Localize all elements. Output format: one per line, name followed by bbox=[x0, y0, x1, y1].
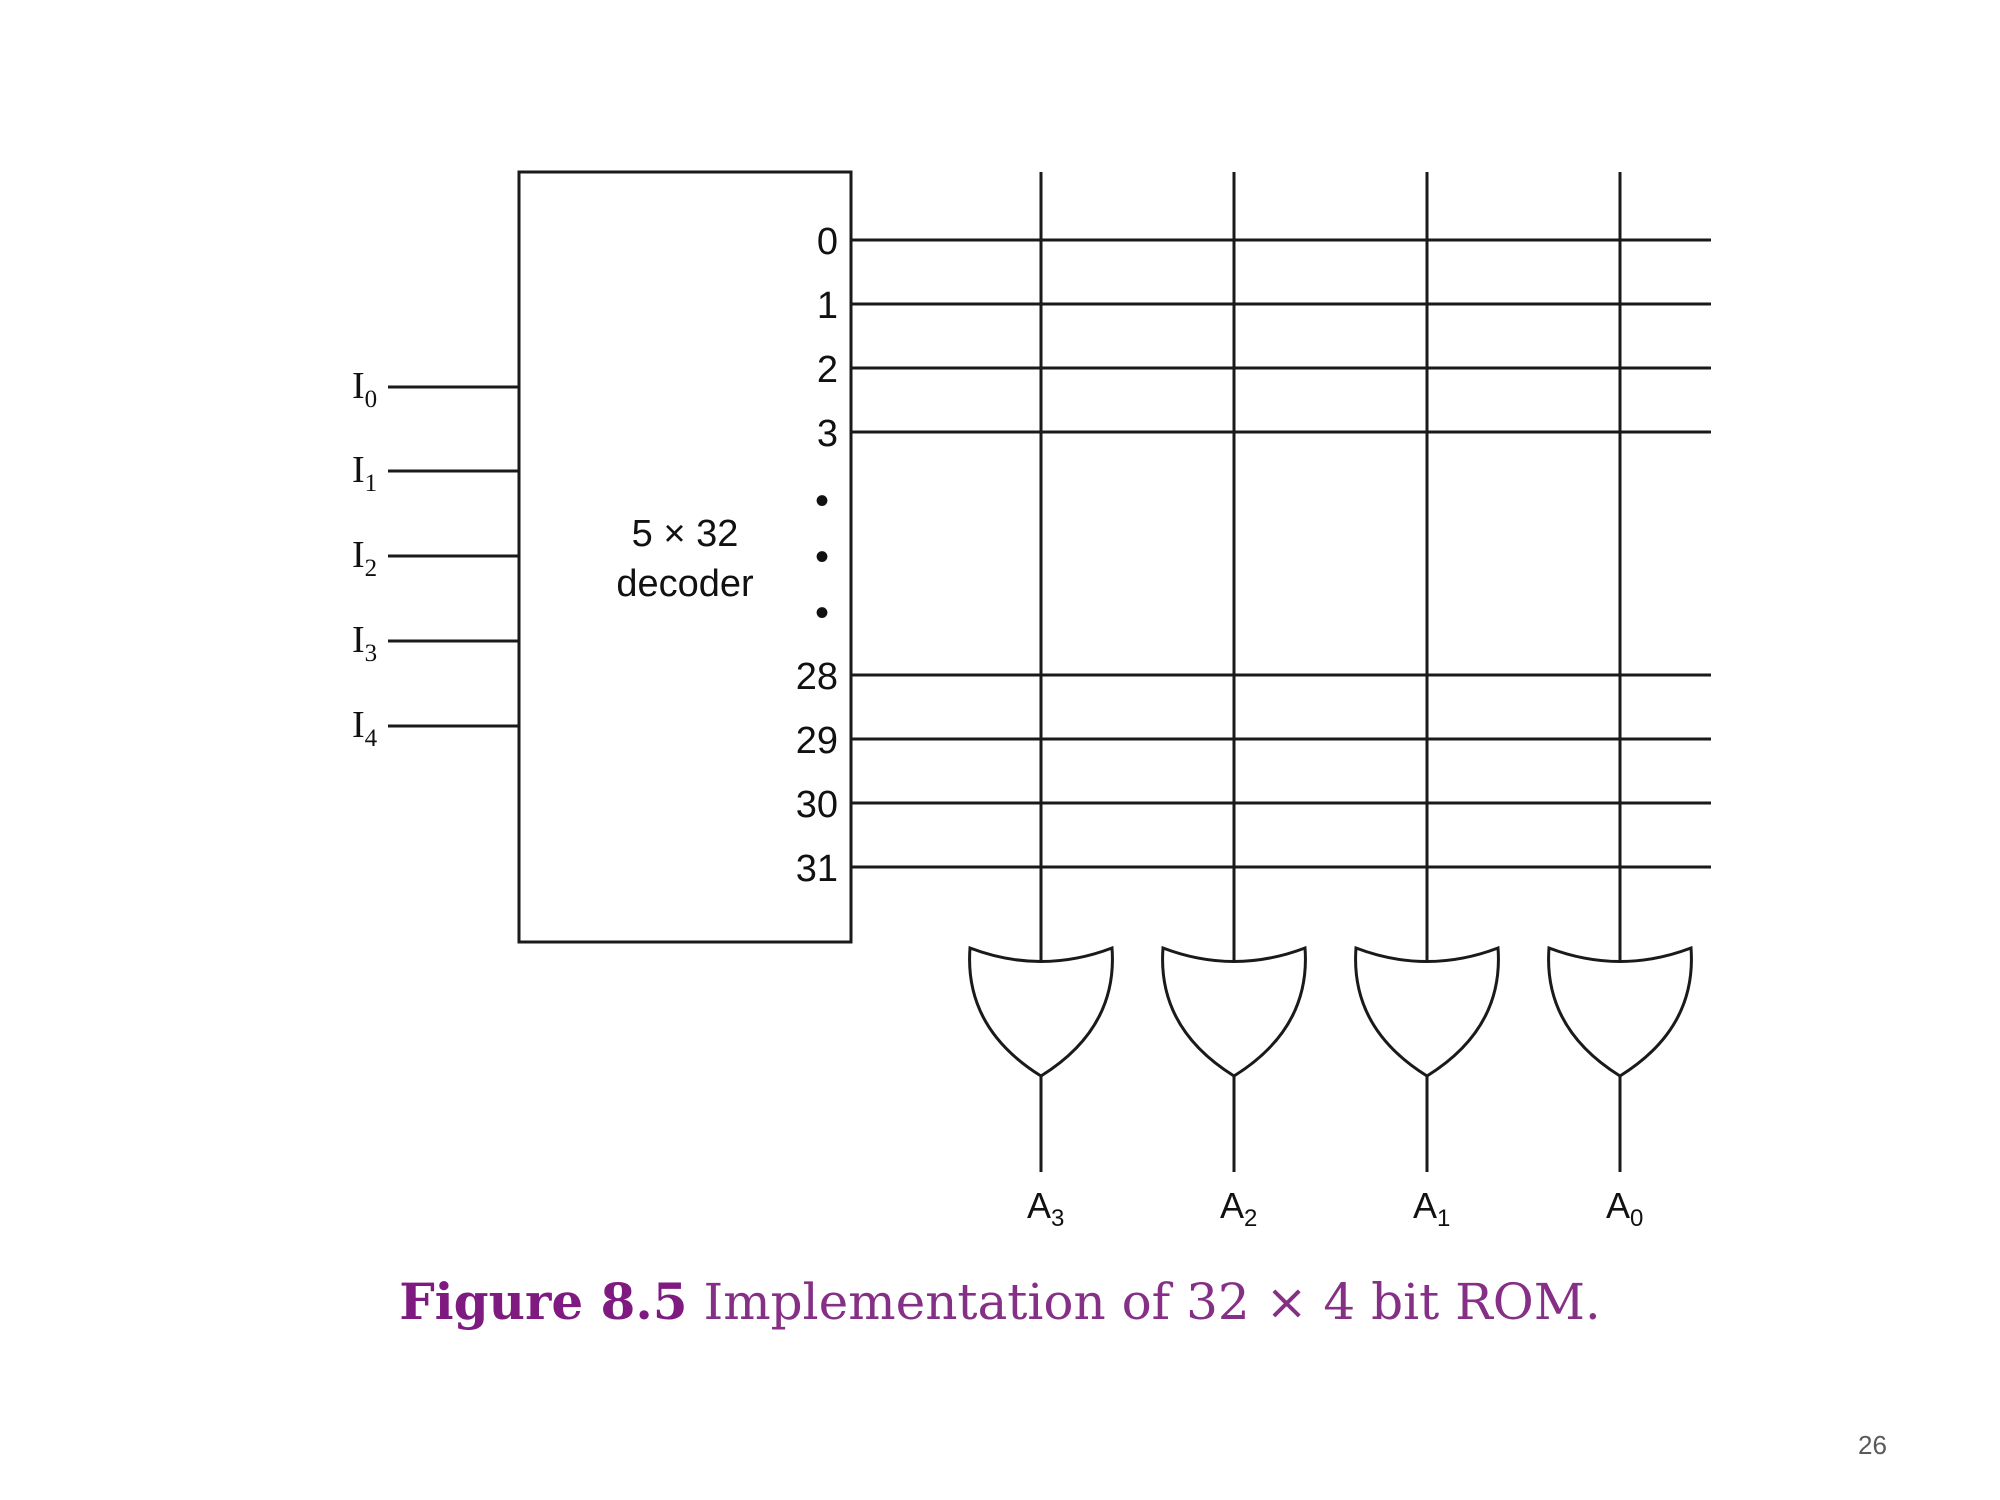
output-label-3: 3 bbox=[817, 413, 838, 455]
output-label-28: 28 bbox=[796, 656, 838, 698]
ellipsis-dot-2: • bbox=[815, 535, 829, 579]
ellipsis-dot-1: • bbox=[815, 479, 829, 523]
or-gates bbox=[968, 945, 1693, 1078]
decoder-label-line2: decoder bbox=[616, 563, 754, 605]
output-label-30: 30 bbox=[796, 784, 838, 826]
input-label-i0: I0 bbox=[352, 365, 377, 413]
word-lines bbox=[851, 238, 1711, 869]
bit-lines bbox=[1039, 172, 1622, 960]
output-label-1: 1 bbox=[817, 285, 838, 327]
output-label-a2: A2 bbox=[1220, 1185, 1257, 1232]
input-labels: I0 I1 I2 I3 I4 bbox=[352, 365, 378, 752]
decoder-label-line1: 5 × 32 bbox=[632, 513, 739, 555]
output-label-31: 31 bbox=[796, 848, 838, 890]
or-gate-a1 bbox=[1354, 945, 1500, 1078]
figure-number: Figure 8.5 bbox=[399, 1272, 688, 1331]
figure-caption-text: Implementation of 32 × 4 bit ROM. bbox=[687, 1273, 1601, 1331]
input-label-i1: I1 bbox=[352, 449, 377, 497]
page-number: 26 bbox=[1858, 1430, 1887, 1460]
figure-caption: Figure 8.5 Implementation of 32 × 4 bit … bbox=[0, 1272, 2000, 1331]
input-label-i3: I3 bbox=[352, 619, 377, 667]
input-label-i4: I4 bbox=[352, 704, 378, 752]
ellipsis-dot-3: • bbox=[815, 591, 829, 635]
output-label-0: 0 bbox=[817, 221, 838, 263]
gate-output-lines bbox=[1039, 1076, 1622, 1172]
or-gate-a2 bbox=[1161, 945, 1307, 1078]
or-gate-a3 bbox=[968, 945, 1114, 1078]
or-gate-a0 bbox=[1547, 945, 1693, 1078]
input-lines bbox=[388, 385, 519, 728]
output-label-29: 29 bbox=[796, 720, 838, 762]
output-label-a0: A0 bbox=[1606, 1185, 1643, 1232]
decoder-box bbox=[517, 170, 853, 944]
output-label-a1: A1 bbox=[1413, 1185, 1450, 1232]
gate-output-labels: A3 A2 A1 A0 bbox=[1027, 1185, 1643, 1232]
output-label-a3: A3 bbox=[1027, 1185, 1064, 1232]
output-label-2: 2 bbox=[817, 349, 838, 391]
input-label-i2: I2 bbox=[352, 534, 377, 582]
output-labels: 0 1 2 3 • • • 28 29 30 31 bbox=[796, 221, 838, 890]
